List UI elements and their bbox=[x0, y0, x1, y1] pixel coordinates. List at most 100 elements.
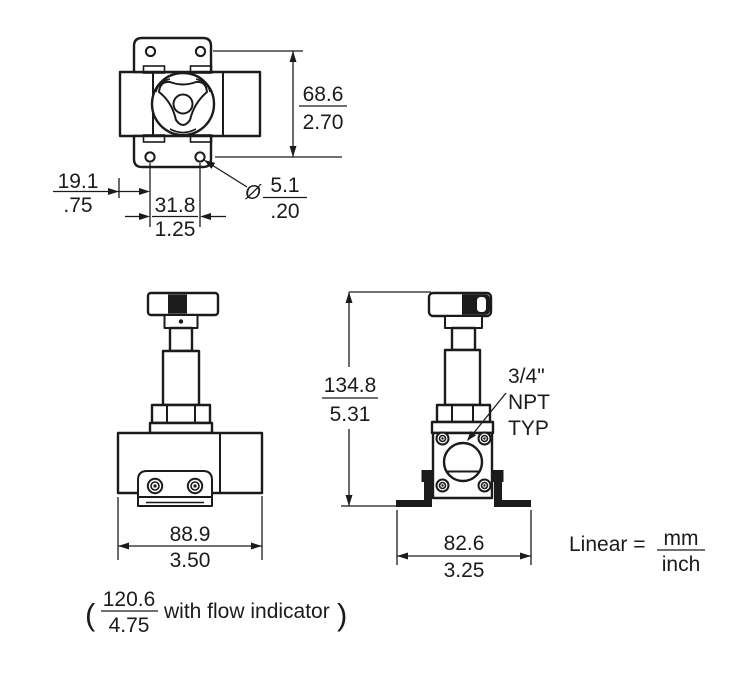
side-upper-stem bbox=[450, 326, 477, 352]
screw-inner bbox=[190, 481, 200, 491]
legend-denominator: inch bbox=[662, 553, 701, 576]
legend: Linear = mm inch bbox=[569, 527, 705, 576]
top-view: 68.6 2.70 19.1 .75 31.8 1.25 bbox=[53, 36, 347, 241]
arrowhead-right bbox=[108, 188, 119, 195]
top-mounting-plate bbox=[132, 36, 213, 74]
front-upper-stem bbox=[168, 326, 194, 353]
arrowhead-left bbox=[118, 542, 129, 550]
knob-base-dot bbox=[178, 319, 184, 324]
note-inch-label: 4.75 bbox=[109, 614, 150, 637]
dim-inch-label: 1.25 bbox=[155, 218, 196, 241]
knob-grip-arc-right bbox=[195, 78, 211, 93]
port-size-label: 3/4" bbox=[508, 365, 545, 388]
screw-center bbox=[153, 484, 157, 488]
side-flange bbox=[430, 420, 495, 435]
legend-numerator: mm bbox=[664, 527, 699, 550]
top-view-knob-center-hole bbox=[172, 93, 194, 115]
flow-indicator-note: ( 120.6 4.75 with flow indicator ) bbox=[85, 588, 347, 637]
dim-mm-label: 68.6 bbox=[303, 83, 344, 106]
dim-side-height: 134.8 5.31 bbox=[322, 291, 431, 507]
dim-inch-label: .20 bbox=[270, 200, 299, 223]
mounting-hole bbox=[144, 151, 156, 163]
screw-center bbox=[483, 484, 486, 487]
hinge-tab bbox=[142, 134, 166, 143]
side-screw bbox=[435, 431, 450, 446]
front-screw bbox=[186, 477, 204, 495]
dim-mm-label: 82.6 bbox=[444, 532, 485, 555]
knob-slot bbox=[477, 297, 486, 312]
side-screw bbox=[477, 431, 492, 446]
front-bonnet bbox=[148, 421, 214, 435]
hinge-tab bbox=[142, 65, 166, 74]
legend-label: Linear = bbox=[569, 533, 645, 556]
dim-inch-label: .75 bbox=[63, 194, 92, 217]
dim-mm-label: 88.9 bbox=[170, 523, 211, 546]
screw-center bbox=[193, 484, 197, 488]
mounting-hole bbox=[144, 45, 157, 58]
front-screw bbox=[146, 477, 164, 495]
side-knob-base bbox=[444, 315, 483, 329]
side-lower-stem bbox=[443, 348, 482, 407]
dim-mm-label: 19.1 bbox=[58, 170, 99, 193]
hinge-tab bbox=[189, 134, 213, 143]
dim-front-width: 88.9 3.50 bbox=[117, 496, 263, 572]
front-view: 88.9 3.50 ( 120.6 4.75 with flow indicat… bbox=[85, 291, 347, 637]
arrowhead-leader bbox=[467, 431, 476, 441]
arrowhead-leader bbox=[204, 160, 216, 169]
leader-line bbox=[467, 392, 507, 441]
arrowhead-down bbox=[345, 495, 353, 506]
arrowhead-right bbox=[139, 188, 150, 195]
screw-center bbox=[441, 484, 444, 487]
dim-inch-label: 3.50 bbox=[170, 549, 211, 572]
mounting-hole bbox=[194, 151, 206, 163]
mounting-bracket-left bbox=[396, 473, 432, 507]
port-thread-label: NPT bbox=[508, 391, 550, 414]
arrowhead-up bbox=[289, 51, 297, 62]
diameter-symbol: Ø bbox=[244, 182, 262, 204]
side-hex-nut bbox=[435, 403, 492, 424]
arrowhead-up bbox=[345, 292, 353, 303]
dim-mm-label: 134.8 bbox=[324, 374, 377, 397]
dim-edge-offset: 19.1 .75 bbox=[53, 163, 201, 227]
port-callout: 3/4" NPT TYP bbox=[467, 365, 550, 441]
note-text: with flow indicator bbox=[163, 600, 330, 623]
dim-mm-label: 31.8 bbox=[155, 194, 196, 217]
screw-center bbox=[483, 437, 486, 440]
dim-inch-label: 5.31 bbox=[330, 403, 371, 426]
dim-side-width: 82.6 3.25 bbox=[396, 510, 532, 582]
side-screw bbox=[435, 478, 450, 493]
screw-inner bbox=[150, 481, 160, 491]
note-open-paren: ( bbox=[85, 597, 96, 632]
mounting-hole bbox=[194, 45, 207, 58]
dim-inch-label: 3.25 bbox=[444, 559, 485, 582]
side-screw bbox=[477, 478, 492, 493]
mounting-bracket-right bbox=[494, 473, 531, 507]
front-hex-nut bbox=[150, 403, 212, 425]
front-plate-strip bbox=[137, 496, 213, 507]
port-circle bbox=[442, 441, 484, 483]
hinge-tab bbox=[189, 65, 213, 74]
side-view: 134.8 5.31 3/4" NPT TYP 82.6 3.25 bbox=[322, 291, 550, 582]
note-close-paren: ) bbox=[337, 597, 347, 632]
port-typ-label: TYP bbox=[508, 417, 549, 440]
screw-center bbox=[441, 437, 444, 440]
arrowhead-left bbox=[397, 552, 408, 560]
knob-grip-arc-bottom bbox=[169, 128, 197, 134]
screw-inner bbox=[480, 481, 489, 490]
note-mm-label: 120.6 bbox=[103, 588, 156, 611]
arrowhead-left bbox=[200, 213, 211, 220]
screw-inner bbox=[438, 481, 447, 490]
knob-grip-arc-left bbox=[155, 78, 171, 93]
arrowhead-right bbox=[139, 213, 150, 220]
screw-inner bbox=[480, 434, 489, 443]
arrowhead-down bbox=[289, 146, 297, 157]
front-knob-dark-segment bbox=[168, 294, 187, 314]
front-lower-stem bbox=[161, 349, 201, 407]
dim-mm-label: 5.1 bbox=[270, 174, 299, 197]
dim-inch-label: 2.70 bbox=[303, 111, 344, 134]
dim-top-height: 68.6 2.70 bbox=[213, 50, 347, 158]
dim-hole-spacing: 31.8 1.25 bbox=[125, 194, 226, 241]
screw-inner bbox=[438, 434, 447, 443]
